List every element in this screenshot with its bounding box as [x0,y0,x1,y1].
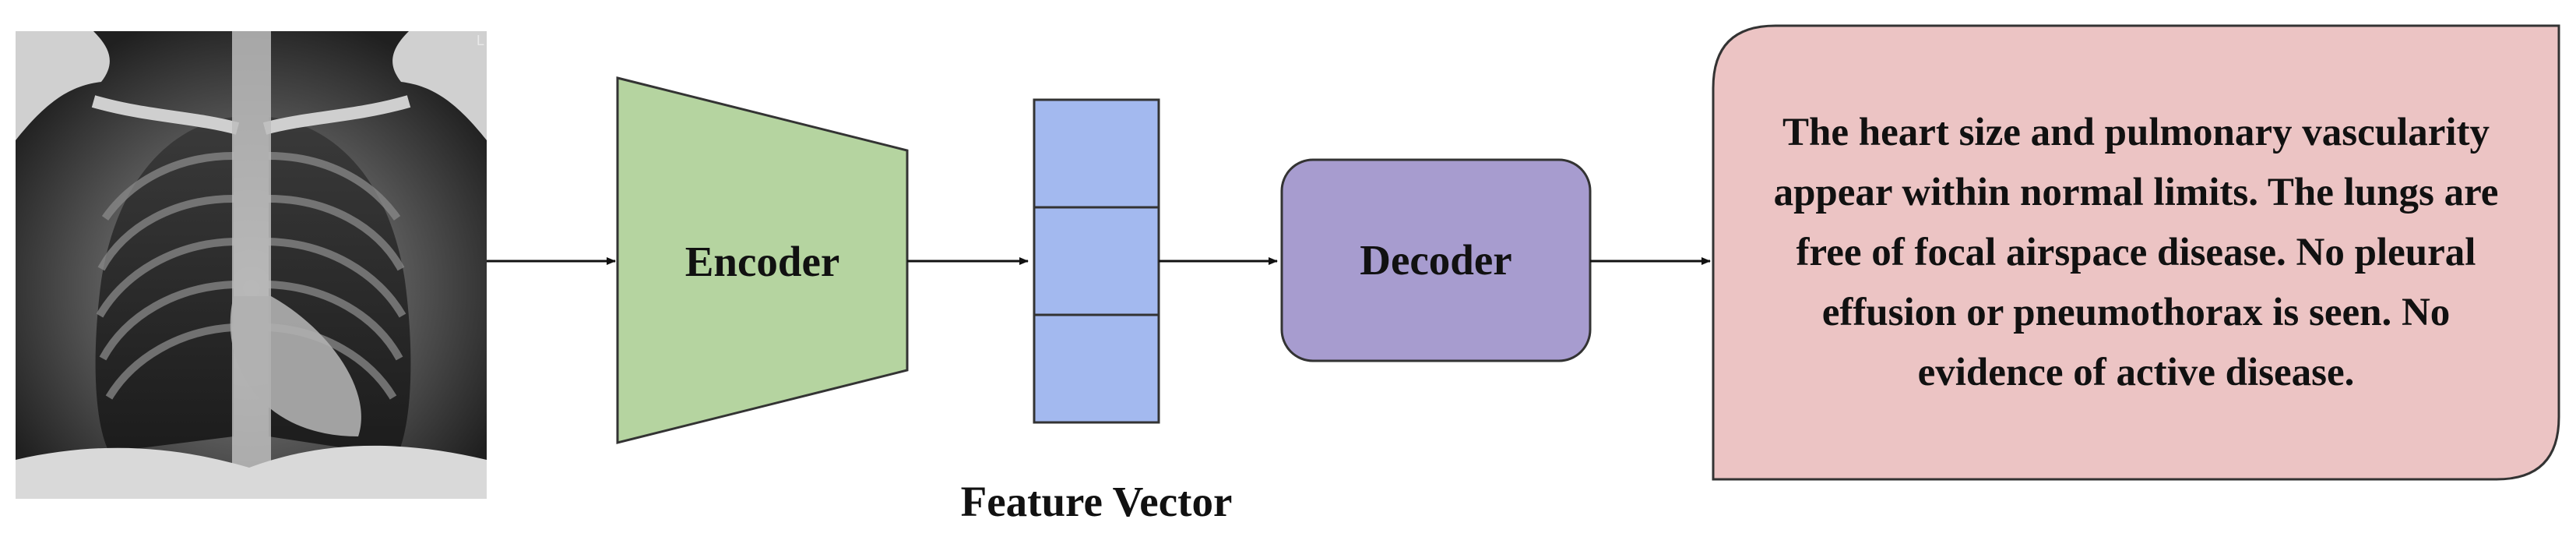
diaphragm-shape [16,445,487,499]
left-shoulder-shape [16,31,110,140]
left-clavicle-shape [91,95,240,135]
ribs-shape [96,152,406,400]
feature-vector-cell [1033,206,1160,316]
encoder-label: Encoder [685,238,840,285]
feature-vector-label: Feature Vector [961,478,1233,525]
xray-corner-marker: L [477,33,484,48]
report-box-shape [1712,24,2560,481]
encoder-shape [616,76,909,444]
feature-vector-shape [1033,98,1160,424]
right-shoulder-shape [392,31,487,140]
right-clavicle-shape [262,95,411,135]
spine-shape [232,31,271,499]
feature-vector-cell [1033,313,1160,424]
feature-vector-cell [1033,98,1160,209]
heart-shadow-shape [230,296,361,436]
decoder-label: Decoder [1360,236,1511,284]
chest-xray-image [16,31,487,499]
